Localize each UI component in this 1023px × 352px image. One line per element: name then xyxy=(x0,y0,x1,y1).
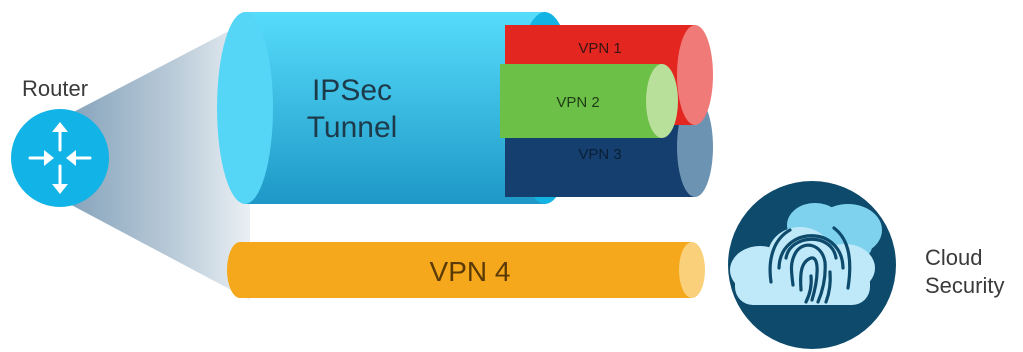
ipsec-tunnel xyxy=(217,12,575,204)
vpn-2-label: VPN 2 xyxy=(556,94,599,111)
tunnel-title-line-1: IPSec xyxy=(312,74,392,107)
vpn-2-pipe xyxy=(500,64,678,138)
vpn-4-label: VPN 4 xyxy=(430,256,511,287)
cloud-security-label-line-2: Security xyxy=(925,273,1005,298)
connection-beam xyxy=(62,20,250,300)
vpn-1-label: VPN 1 xyxy=(578,40,621,57)
cloud-security-icon xyxy=(728,181,896,349)
vpn-3-label: VPN 3 xyxy=(578,146,621,163)
cloud-security-label-line-1: Cloud xyxy=(925,245,983,270)
router-label: Router xyxy=(22,76,89,101)
router-icon xyxy=(11,109,109,207)
tunnel-title-line-2: Tunnel xyxy=(307,111,398,144)
vpn-4-pipe xyxy=(227,242,705,298)
cloud-security-label: Cloud Security xyxy=(925,244,1004,300)
